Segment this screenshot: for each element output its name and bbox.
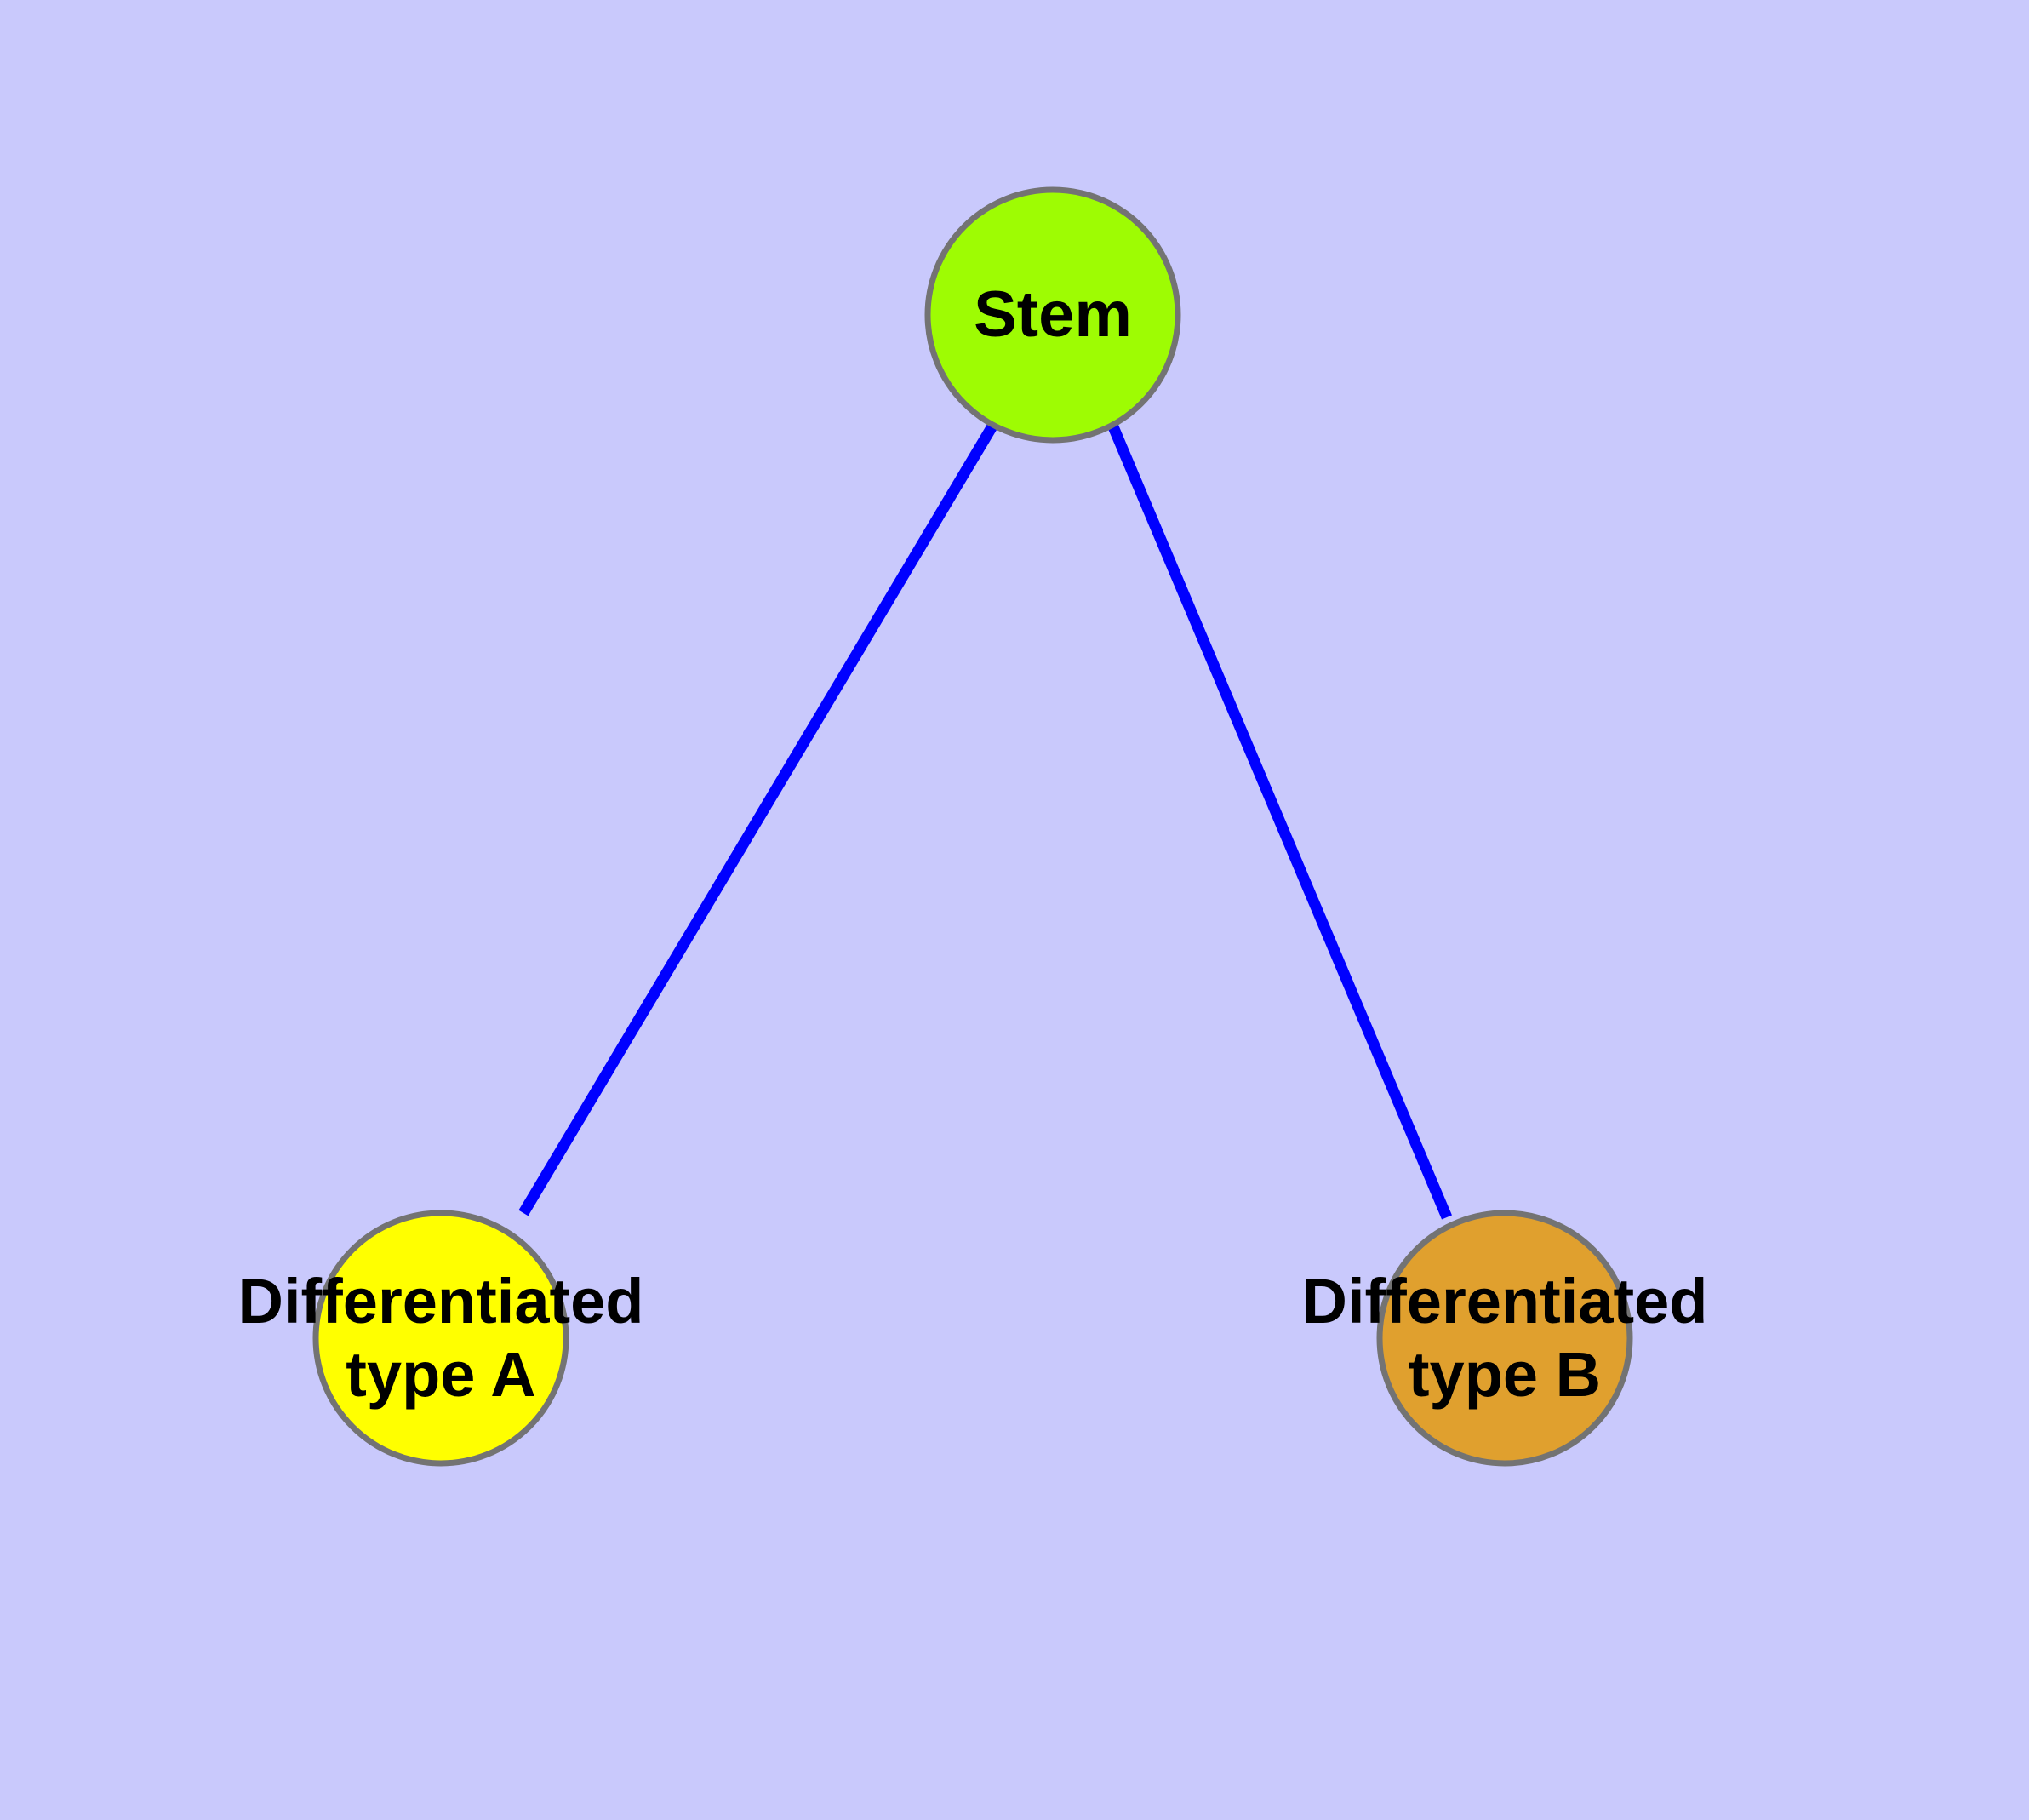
- node-circle-differentiated-type-a[interactable]: [312, 1210, 569, 1467]
- edge-stem-to-differentiated-a[interactable]: [518, 421, 998, 1216]
- node-circle-differentiated-type-b[interactable]: [1376, 1210, 1633, 1467]
- edge-stem-to-differentiated-b[interactable]: [1107, 422, 1452, 1220]
- node-circle-stem[interactable]: [924, 186, 1181, 444]
